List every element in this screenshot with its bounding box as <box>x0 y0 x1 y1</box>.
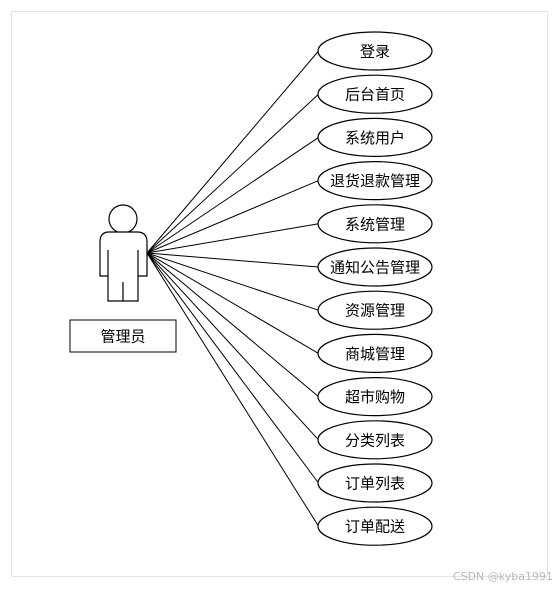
association-line <box>146 252 319 527</box>
use-case: 登录 <box>317 31 433 71</box>
use-case-ellipse <box>317 420 433 460</box>
association-line <box>146 252 319 354</box>
use-case: 退货退款管理 <box>317 161 433 201</box>
use-case-ellipse <box>317 290 433 330</box>
use-case-ellipse <box>317 506 433 546</box>
use-case-label: 后台首页 <box>345 86 405 104</box>
actor-label-box <box>69 319 177 353</box>
use-case: 订单配送 <box>317 506 433 546</box>
use-case-label: 订单配送 <box>345 518 405 536</box>
use-case-label: 分类列表 <box>345 431 405 449</box>
actor-body <box>99 231 148 302</box>
use-case-ellipse <box>317 204 433 244</box>
use-case: 分类列表 <box>317 420 433 460</box>
association-line <box>146 50 319 254</box>
use-case-label: 系统管理 <box>345 215 405 233</box>
use-case: 订单列表 <box>317 463 433 503</box>
association-line <box>146 252 319 311</box>
actor-figure <box>99 204 148 302</box>
association-line <box>146 252 319 441</box>
use-case-label: 商城管理 <box>345 345 405 363</box>
actor-head <box>108 204 138 234</box>
association-line <box>146 93 319 254</box>
use-case-label: 系统用户 <box>345 129 405 147</box>
use-case: 超市购物 <box>317 377 433 417</box>
actor-label: 管理员 <box>100 328 145 346</box>
use-case-ellipse <box>317 74 433 114</box>
use-case-list: 登录后台首页系统用户退货退款管理系统管理通知公告管理资源管理商城管理超市购物分类… <box>317 31 433 546</box>
association-line <box>146 252 319 397</box>
use-case: 资源管理 <box>317 290 433 330</box>
association-line <box>146 223 319 254</box>
association-line <box>146 180 319 254</box>
use-case-label: 登录 <box>360 43 390 61</box>
use-case-label: 退货退款管理 <box>330 172 420 190</box>
association-line <box>146 252 319 484</box>
use-case-ellipse <box>317 161 433 201</box>
use-case-label: 超市购物 <box>345 388 405 406</box>
use-case: 商城管理 <box>317 333 433 373</box>
use-case: 后台首页 <box>317 74 433 114</box>
association-lines <box>146 50 319 527</box>
use-case-ellipse <box>317 377 433 417</box>
use-case-ellipse <box>317 333 433 373</box>
watermark: CSDN @kyba1991 <box>453 570 553 583</box>
use-case: 通知公告管理 <box>317 247 433 287</box>
use-case-label: 订单列表 <box>345 475 405 493</box>
diagram-frame <box>11 11 548 577</box>
use-case-ellipse <box>317 463 433 503</box>
association-line <box>146 252 319 268</box>
use-case-ellipse <box>317 31 433 71</box>
use-case: 系统用户 <box>317 117 433 157</box>
use-case-ellipse <box>317 247 433 287</box>
use-case: 系统管理 <box>317 204 433 244</box>
use-case-label: 资源管理 <box>345 302 405 320</box>
use-case-label: 通知公告管理 <box>330 259 420 277</box>
association-line <box>146 136 319 254</box>
use-case-ellipse <box>317 117 433 157</box>
